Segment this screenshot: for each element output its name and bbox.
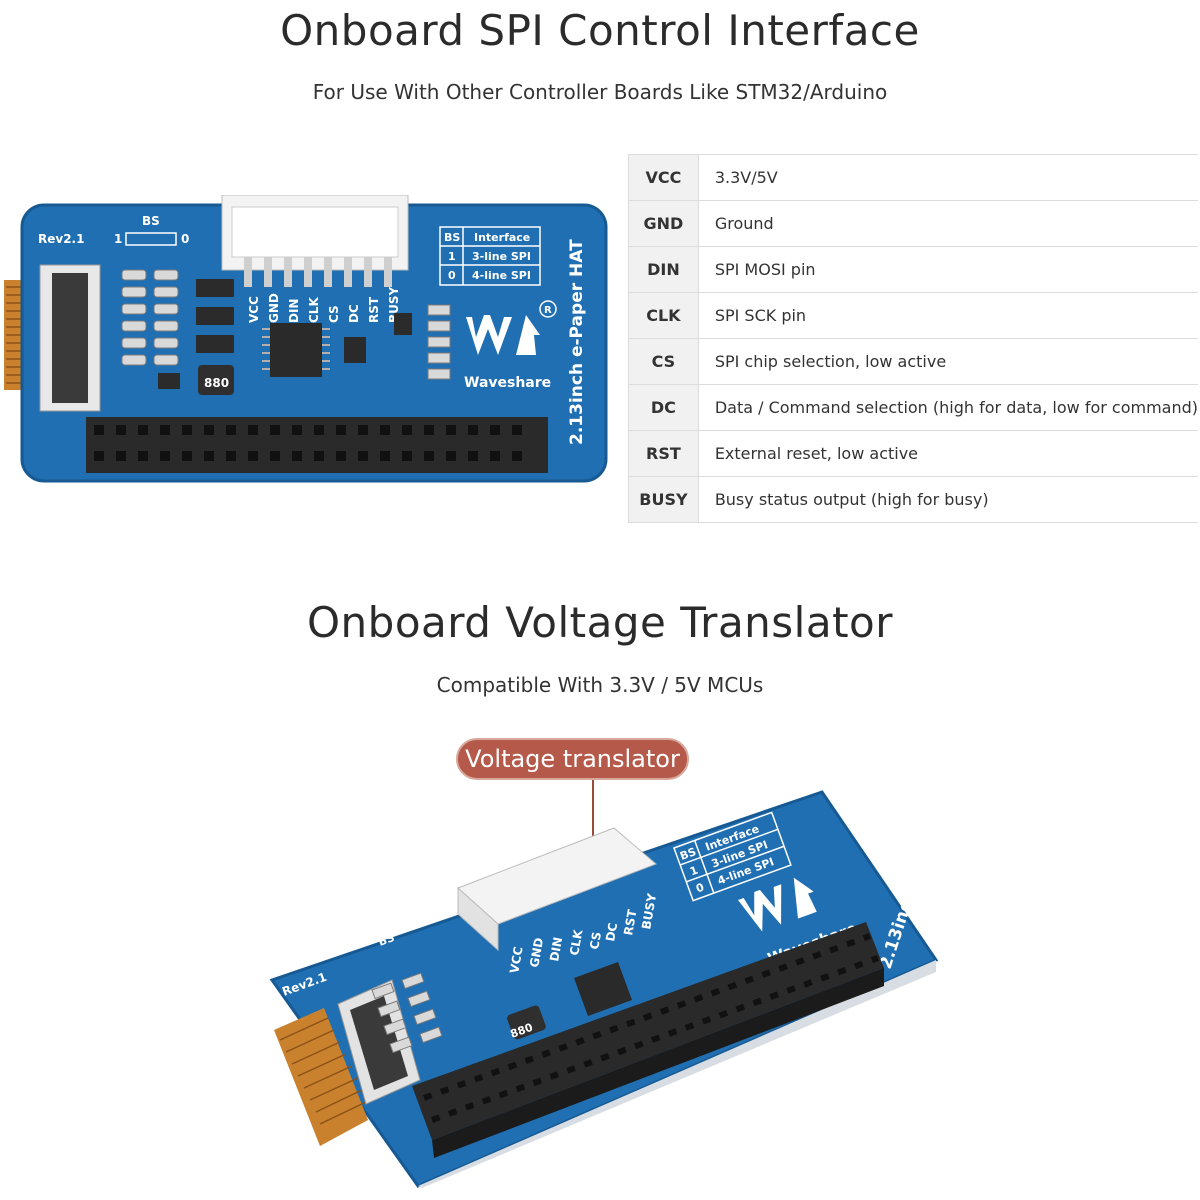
svg-text:1: 1 (448, 250, 456, 263)
pcb-pin-label: CS (327, 305, 341, 323)
rev-label: Rev2.1 (38, 232, 84, 246)
svg-text:1: 1 (114, 232, 122, 246)
voltage-translator-chip (270, 323, 322, 377)
section2-title: Onboard Voltage Translator (306, 598, 894, 647)
svg-text:GND: GND (527, 937, 546, 969)
pin-name: DIN (628, 246, 699, 293)
svg-text:880: 880 (204, 376, 229, 390)
svg-text:0: 0 (181, 232, 189, 246)
waveshare-logo-icon: R (466, 300, 557, 355)
svg-text:RST: RST (621, 908, 639, 937)
bs-label: BS (142, 214, 160, 228)
pin-desc: SPI SCK pin (698, 292, 1198, 339)
pin-desc: 3.3V/5V (698, 154, 1198, 201)
svg-text:VCC: VCC (507, 945, 525, 974)
pin-name: GND (628, 200, 699, 247)
pin-name: VCC (628, 154, 699, 201)
svg-text:3-line SPI: 3-line SPI (472, 250, 531, 263)
pcb-pin-label: VCC (247, 296, 261, 323)
svg-text:BUSY: BUSY (639, 892, 659, 930)
svg-text:BS: BS (377, 931, 397, 949)
waveshare-logo-icon (738, 877, 817, 932)
pin-desc: SPI MOSI pin (698, 246, 1198, 293)
pin-desc: Ground (698, 200, 1198, 247)
board-perspective-view: Rev2.1 BS BS Interface 1 3-line SPI 0 4-… (262, 769, 958, 1190)
voltage-translator-chip (574, 962, 632, 1016)
pcb-pin-label: CLK (307, 297, 321, 323)
pcb-pin-label: DIN (287, 299, 301, 323)
svg-text:BS: BS (444, 231, 460, 244)
pcb-pin-label: RST (367, 296, 381, 323)
section1-title: Onboard SPI Control Interface (280, 6, 920, 55)
pin-name: RST (628, 430, 699, 477)
svg-text:DC: DC (603, 921, 620, 942)
svg-text:0: 0 (694, 880, 706, 895)
pin-desc: SPI chip selection, low active (698, 338, 1198, 385)
svg-text:DIN: DIN (547, 936, 565, 963)
bs-table: BS Interface 1 3-line SPI 0 4-line SPI (439, 226, 541, 286)
svg-text:Interface: Interface (474, 231, 530, 244)
svg-text:0: 0 (448, 269, 456, 282)
board-top-view: VCC GND DIN CLK CS DC RST BUSY Rev2.1 BS… (0, 194, 615, 485)
pin-desc: Data / Command selection (high for data,… (698, 384, 1198, 431)
pin-name: BUSY (628, 476, 699, 523)
brand-label: Waveshare (464, 375, 551, 391)
pin-desc: External reset, low active (698, 430, 1198, 477)
pin-name: CS (628, 338, 699, 385)
section1-subtitle: For Use With Other Controller Boards Lik… (312, 80, 888, 104)
svg-text:CS: CS (587, 931, 604, 951)
pcb-pin-label: DC (347, 304, 361, 323)
svg-text:CLK: CLK (567, 928, 585, 956)
svg-text:R: R (544, 305, 552, 316)
svg-text:4-line SPI: 4-line SPI (472, 269, 531, 282)
voltage-translator-callout: Voltage translator (456, 738, 689, 780)
inductor (198, 365, 234, 395)
product-label: 2.13inch e-Paper HAT (567, 239, 587, 445)
pcb-pin-label: GND (267, 293, 281, 323)
section2-subtitle: Compatible With 3.3V / 5V MCUs (436, 673, 764, 697)
pin-name: DC (628, 384, 699, 431)
svg-text:1: 1 (688, 864, 700, 879)
svg-text:BS: BS (678, 845, 698, 863)
pin-desc: Busy status output (high for busy) (698, 476, 1198, 523)
pin-name: CLK (628, 292, 699, 339)
